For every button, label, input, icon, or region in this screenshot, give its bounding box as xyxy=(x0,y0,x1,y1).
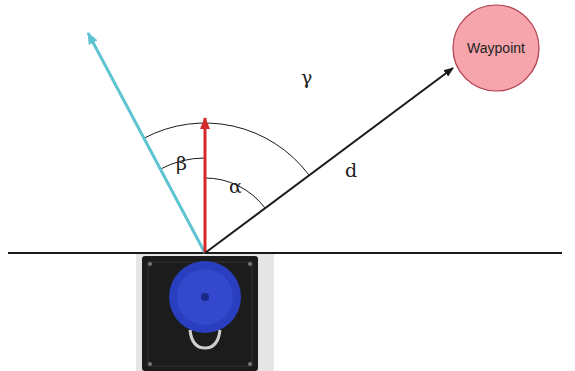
distance-arrow xyxy=(205,68,453,253)
angle-label: γ xyxy=(301,68,312,87)
heading-arrow xyxy=(88,33,205,253)
angle-label: α xyxy=(229,177,242,196)
angle-label: β xyxy=(176,154,187,173)
forward-arrow xyxy=(204,118,207,253)
node-text: Waypoint xyxy=(467,40,525,56)
waypoint-circle: Waypoint xyxy=(452,4,540,92)
baseline xyxy=(8,252,562,254)
robot-photo xyxy=(136,254,274,371)
gamma-arc xyxy=(144,123,309,175)
angle-label: d xyxy=(345,161,357,180)
alpha-arc xyxy=(205,178,265,208)
